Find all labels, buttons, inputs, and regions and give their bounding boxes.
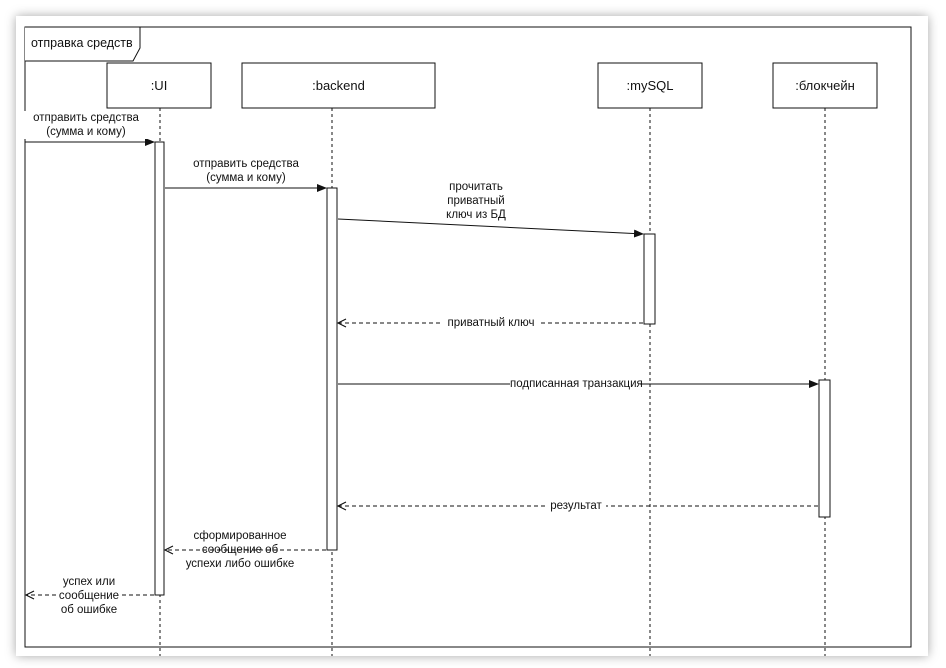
message-label-m6: результат [546, 499, 606, 513]
message-label-line: ключ из БД [446, 209, 506, 221]
sequence-diagram [24, 26, 912, 656]
message-label-line: отправить средства [193, 158, 299, 170]
message-label-line: результат [550, 500, 602, 512]
message-label-m8: успех или сообщение об ошибке [56, 575, 122, 617]
participant-head-ui [106, 62, 212, 109]
activation-mysql [643, 233, 656, 325]
message-arrow-m3 [337, 218, 644, 238]
participant-name-blockchain: :блокчейн [795, 78, 855, 93]
frame-border [24, 26, 912, 648]
message-label-line: успехи либо ошибке [185, 558, 295, 570]
participant-head-mysql [597, 62, 703, 109]
message-label-line: об ошибке [60, 604, 118, 616]
participant-name-ui: :UI [150, 78, 168, 93]
activation-blockchain [818, 379, 831, 518]
diagram-card: отправка средств :UI :backend :mySQL :бл… [16, 16, 928, 656]
message-label-line: приватный ключ [447, 317, 535, 329]
participant-head-backend [241, 62, 436, 109]
frame-title-tab [25, 26, 141, 62]
activation-backend [326, 187, 338, 551]
message-label-line: подписанная транзакция [510, 378, 643, 390]
message-label-m4: приватный ключ [443, 316, 539, 330]
message-label-line: (сумма и кому) [206, 172, 286, 184]
message-label-m7: сформированное сообщение об успехи либо … [180, 529, 300, 571]
activation-ui [154, 141, 165, 596]
message-label-m3: прочитать приватный ключ из БД [436, 180, 516, 222]
message-label-line: (сумма и кому) [46, 126, 126, 138]
message-label-m1: отправить средства (сумма и кому) [18, 111, 154, 139]
message-label-line: сообщение [56, 589, 122, 603]
message-label-m2: отправить средства (сумма и кому) [176, 157, 316, 185]
frame-title: отправка средств [31, 36, 133, 50]
participant-name-mysql: :mySQL [626, 78, 674, 93]
message-label-line: успех или [62, 576, 116, 588]
participant-name-backend: :backend [312, 78, 365, 93]
message-label-line: сообщение об [201, 544, 279, 556]
message-label-line: сформированное [193, 530, 287, 542]
participant-head-blockchain [772, 62, 878, 109]
message-label-line: приватный [447, 195, 505, 207]
message-label-m5: подписанная транзакция [510, 377, 643, 391]
message-label-line: прочитать [449, 181, 503, 193]
message-label-line: отправить средства [33, 112, 139, 124]
